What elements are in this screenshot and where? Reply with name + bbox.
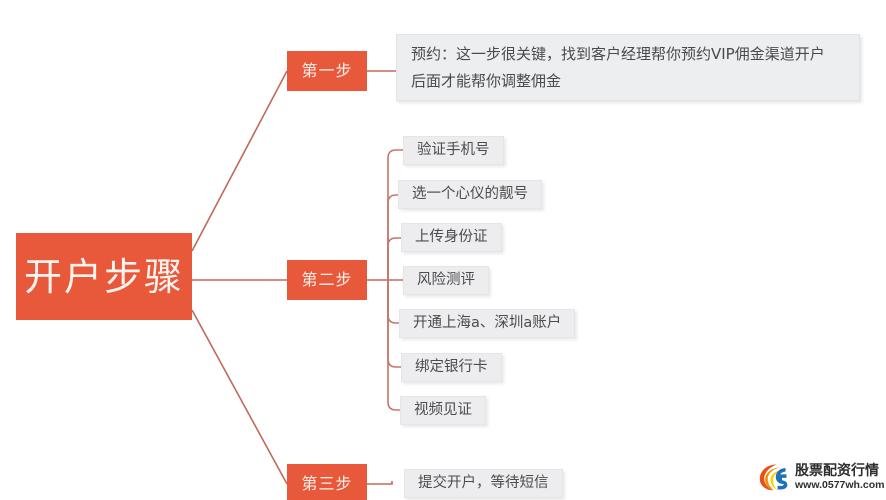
step-node-1[interactable]: 第一步	[287, 51, 367, 91]
step-2-item-label: 验证手机号	[417, 142, 490, 159]
root-node[interactable]: 开户步骤	[16, 233, 192, 320]
connector-step3-to-desc	[367, 481, 393, 485]
step-2-item-bind-bankcard[interactable]: 绑定银行卡	[401, 353, 502, 382]
watermark: 股票配资行情 www.0577wh.com	[756, 459, 884, 495]
brand-logo-icon	[759, 464, 788, 491]
step-1-description-text: 预约：这一步很关键，找到客户经理帮你预约VIP佣金渠道开户 后面才能帮你调整佣金	[411, 44, 825, 90]
connector-branch-5	[387, 280, 399, 324]
step-2-item-label: 视频见证	[414, 402, 472, 419]
step-2-item-label: 绑定银行卡	[415, 359, 488, 376]
connector-branch-1	[387, 149, 403, 280]
step-2-item-open-accounts[interactable]: 开通上海a、深圳a账户	[399, 309, 576, 338]
step-node-2-label: 第二步	[301, 270, 353, 289]
step-2-item-label: 选一个心仪的靓号	[412, 186, 528, 203]
root-node-label: 开户步骤	[23, 254, 184, 299]
step-3-item-submit-wait-sms[interactable]: 提交开户，等待短信	[404, 469, 563, 498]
watermark-title: 股票配资行情	[795, 462, 879, 479]
connector-root-to-step1	[191, 70, 288, 252]
connector-branch-3	[387, 237, 401, 280]
step-node-2[interactable]: 第二步	[287, 260, 367, 300]
step-2-item-label: 上传身份证	[415, 229, 488, 246]
connector-branch-2	[387, 194, 398, 280]
step-1-description-box: 预约：这一步很关键，找到客户经理帮你预约VIP佣金渠道开户 后面才能帮你调整佣金	[396, 34, 860, 101]
connector-branch-7	[387, 280, 400, 411]
watermark-url: www.0577wh.com	[795, 478, 885, 491]
step-2-item-label: 风险测评	[417, 272, 475, 289]
step-2-item-label: 开通上海a、深圳a账户	[413, 315, 562, 332]
step-node-3[interactable]: 第三步	[287, 464, 367, 500]
connector-root-to-step3	[191, 309, 288, 485]
step-2-item-risk-assessment[interactable]: 风险测评	[403, 266, 489, 295]
step-2-item-video-witness[interactable]: 视频见证	[400, 396, 486, 425]
watermark-text-block: 股票配资行情 www.0577wh.com	[795, 463, 884, 492]
step-2-item-verify-phone[interactable]: 验证手机号	[403, 136, 504, 165]
step-2-item-choose-number[interactable]: 选一个心仪的靓号	[398, 180, 542, 209]
step-3-item-label: 提交开户，等待短信	[418, 475, 549, 492]
step-node-1-label: 第一步	[301, 61, 353, 80]
step-node-3-label: 第三步	[301, 474, 353, 493]
step-2-item-upload-id[interactable]: 上传身份证	[401, 223, 502, 252]
